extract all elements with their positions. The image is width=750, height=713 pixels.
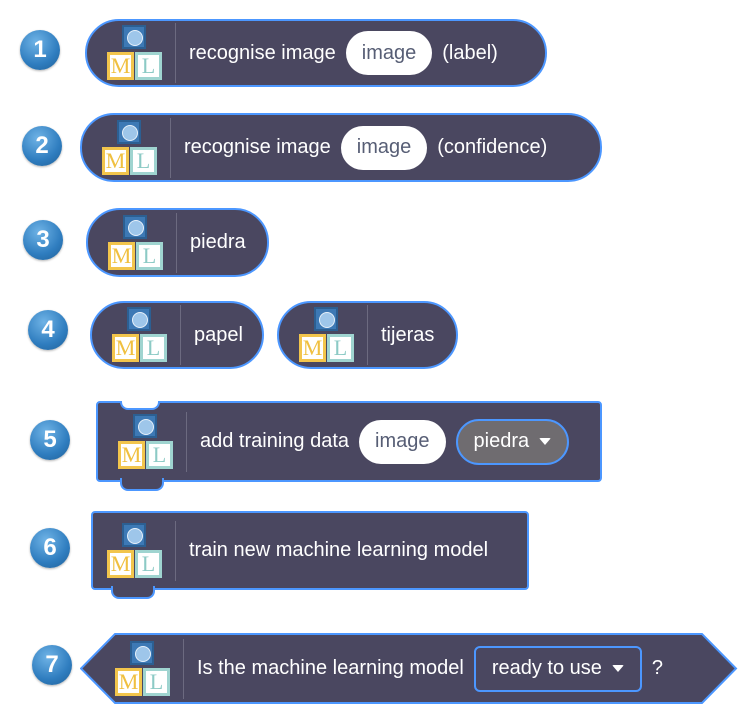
divider bbox=[175, 23, 176, 83]
step-badge-4: 4 bbox=[28, 310, 68, 350]
image-input[interactable]: image bbox=[340, 125, 428, 170]
block-label: train new machine learning model bbox=[189, 539, 489, 561]
block-suffix: ? bbox=[651, 657, 664, 679]
step-badge-2: 2 bbox=[22, 126, 62, 166]
block-label: piedra bbox=[190, 231, 246, 253]
divider bbox=[367, 305, 368, 365]
step-badge-5: 5 bbox=[30, 420, 70, 460]
dropdown-arrow-icon bbox=[611, 665, 624, 672]
divider bbox=[170, 117, 171, 178]
divider bbox=[183, 638, 184, 699]
label-dropdown[interactable]: piedra bbox=[455, 418, 570, 465]
block-label: add training data bbox=[200, 430, 350, 452]
status-dropdown[interactable]: ready to use bbox=[473, 645, 642, 692]
block-label: recognise image bbox=[184, 136, 331, 158]
step-badge-3: 3 bbox=[23, 220, 63, 260]
divider bbox=[175, 520, 176, 581]
image-input[interactable]: image bbox=[359, 419, 446, 464]
image-input[interactable]: image bbox=[345, 31, 433, 75]
block-label: papel bbox=[194, 323, 243, 346]
block-suffix: (confidence) bbox=[437, 136, 548, 158]
step-badge-1: 1 bbox=[20, 30, 60, 70]
divider bbox=[180, 305, 181, 365]
block-suffix: (label) bbox=[442, 41, 498, 64]
block-label: recognise image bbox=[189, 41, 336, 64]
block-label: tijeras bbox=[381, 323, 435, 346]
divider bbox=[176, 212, 177, 273]
dropdown-arrow-icon bbox=[539, 438, 552, 445]
step-badge-6: 6 bbox=[30, 528, 70, 568]
divider bbox=[186, 411, 187, 472]
step-badge-7: 7 bbox=[32, 645, 72, 685]
block-label: Is the machine learning model bbox=[197, 657, 464, 679]
